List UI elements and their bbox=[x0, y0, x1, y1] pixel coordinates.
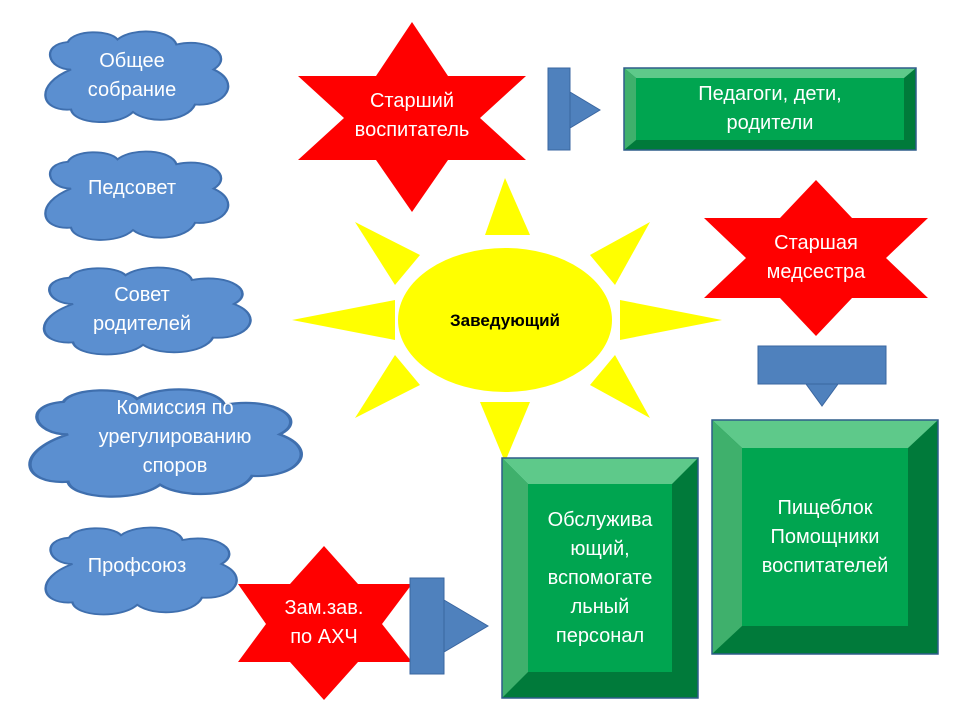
cloud-general-meeting bbox=[44, 30, 230, 124]
star-senior-nurse-label: Старшая медсестра bbox=[766, 232, 866, 283]
cloud-parents-council-label: Совет родителей bbox=[92, 284, 191, 335]
cloud-pedagogical-council-label: Педсовет bbox=[87, 176, 177, 199]
box-teachers bbox=[623, 67, 917, 151]
star-deputy-head bbox=[238, 546, 412, 700]
arrow-to-kitchen bbox=[757, 345, 887, 407]
star-deputy-head-label: Зам.зав. по АХЧ bbox=[284, 597, 364, 648]
cloud-disputes-commission-label: Комиссия по урегулированию споров bbox=[98, 396, 252, 477]
arrow-to-teachers bbox=[547, 67, 601, 151]
arrow-to-staff bbox=[409, 577, 489, 675]
cloud-trade-union bbox=[44, 526, 238, 616]
cloud-parents-council bbox=[42, 266, 252, 356]
sun-shape bbox=[292, 178, 722, 462]
box-kitchen-label: Пищеблок Помощники воспитателей bbox=[761, 496, 889, 577]
star-senior-educator bbox=[298, 22, 526, 212]
cloud-trade-union-label: Профсоюз bbox=[87, 554, 187, 577]
box-teachers-label: Педагоги, дети, родители bbox=[698, 83, 842, 134]
star-senior-educator-label: Старший воспитатель bbox=[354, 90, 470, 141]
cloud-general-meeting-label: Общее собрание bbox=[87, 50, 177, 101]
box-staff-label: Обслужива ющий, вспомогате льный персона… bbox=[547, 508, 653, 647]
box-staff bbox=[501, 457, 699, 699]
star-senior-nurse bbox=[704, 180, 928, 336]
cloud-disputes-commission bbox=[28, 388, 303, 498]
cloud-pedagogical-council bbox=[44, 150, 230, 241]
box-kitchen bbox=[711, 419, 939, 655]
center-head-label: Заведующий bbox=[449, 310, 560, 330]
